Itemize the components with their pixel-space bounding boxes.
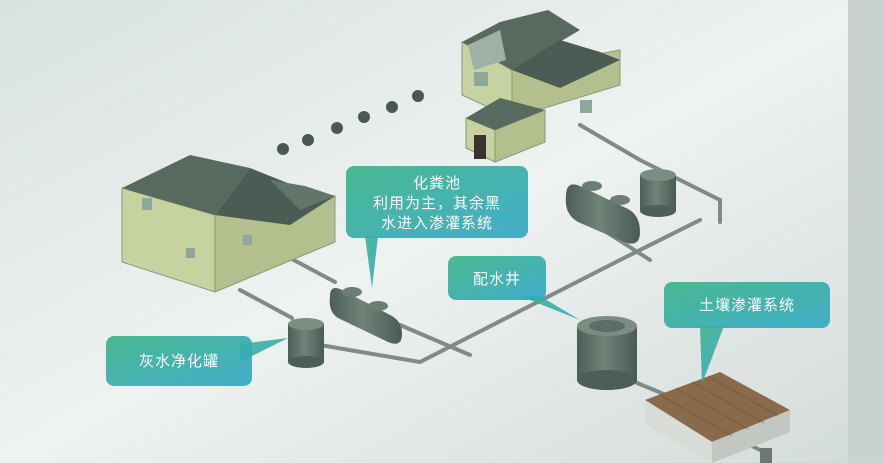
septic-tank-label-line1: 化粪池 [413,174,461,192]
septic-tank-callout: 化粪池 利用为主，其余黑 水进入渗灌系统 [346,166,528,288]
house-left [121,155,336,293]
septic-tank-left [329,287,402,344]
septic-tank-right [565,181,640,244]
distribution-well-label: 配水井 [473,270,521,288]
soil-irrigation-callout: 土壤渗灌系统 [664,282,830,384]
soil-irrigation-label: 土壤渗灌系统 [699,296,795,314]
septic-tank-label-line3: 水进入渗灌系统 [381,214,493,232]
dots-connector [277,90,424,155]
greywater-tank-label: 灰水净化罐 [139,352,219,370]
right-edge-shadow [848,0,884,463]
greywater-tank-right [640,169,676,217]
distribution-well [577,316,637,390]
septic-tank-label-line2: 利用为主，其余黑 [373,194,501,212]
house-right [461,10,621,163]
greywater-tank-left [288,318,324,368]
greywater-tank-callout: 灰水净化罐 [106,336,288,386]
soil-irrigation-box [645,372,790,463]
distribution-well-callout: 配水井 [448,256,580,320]
